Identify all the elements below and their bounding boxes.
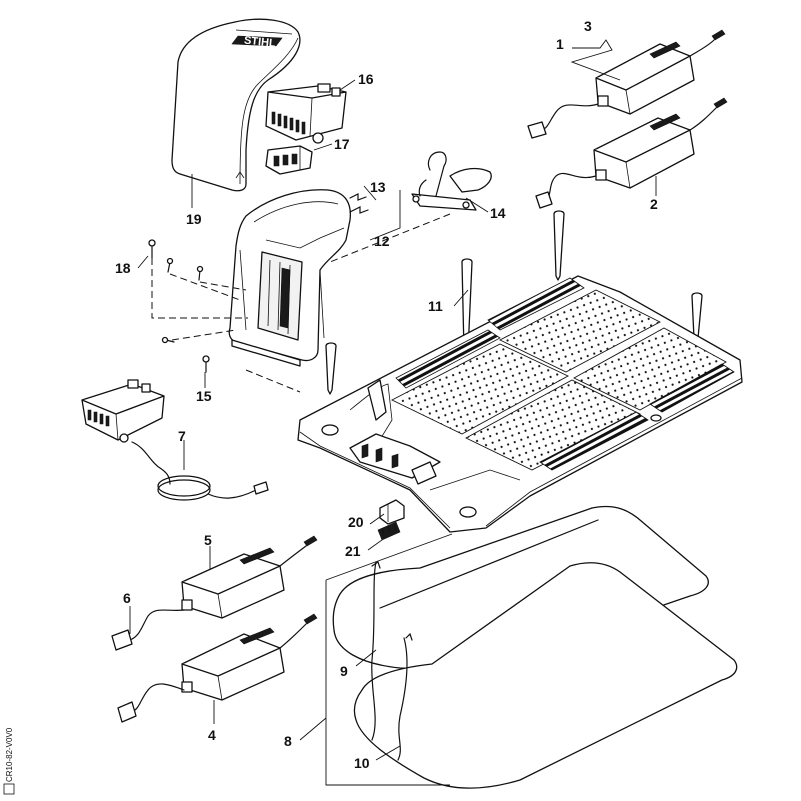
power-supply-5 (111, 535, 318, 651)
charging-contact-assembly (411, 151, 492, 211)
connector-block (265, 145, 313, 175)
callout-19: 19 (186, 211, 202, 227)
small-brackets (349, 193, 369, 214)
callout-17: 17 (334, 136, 350, 152)
ground-pegs (325, 210, 703, 395)
callout-21: 21 (345, 543, 361, 559)
callout-8: 8 (284, 733, 292, 749)
power-supply-1 (527, 29, 726, 139)
callout-15: 15 (196, 388, 212, 404)
callout-20: 20 (348, 514, 364, 530)
callout-14: 14 (490, 205, 506, 221)
callout-12: 12 (374, 233, 390, 249)
callout-9: 9 (340, 663, 348, 679)
callout-5: 5 (204, 532, 212, 548)
callout-16: 16 (358, 71, 374, 87)
base-plate (297, 275, 743, 533)
brand-logo: STIHL (243, 35, 276, 50)
screws (148, 239, 210, 373)
callout-labels: 3 1 2 16 17 13 14 19 12 18 11 15 7 20 5 … (115, 18, 658, 771)
cover-hood: STIHL (171, 18, 301, 192)
callout-7: 7 (178, 428, 186, 444)
wire-mats (332, 505, 738, 789)
callout-1: 1 (556, 36, 564, 52)
callout-10: 10 (354, 755, 370, 771)
power-supply-2 (535, 97, 728, 209)
circuit-board-upper (265, 83, 347, 144)
leader-lines (129, 39, 657, 761)
callout-4: 4 (208, 727, 216, 743)
callout-6: 6 (123, 590, 131, 606)
callout-3: 3 (584, 18, 592, 34)
docking-housing (228, 189, 352, 367)
power-module-cable (81, 379, 269, 501)
power-supply-4 (117, 613, 318, 723)
callout-18: 18 (115, 260, 131, 276)
callout-2: 2 (650, 196, 658, 212)
callout-13: 13 (370, 179, 386, 195)
bracket-frame (325, 533, 453, 786)
small-parts-20-21 (377, 499, 405, 541)
callout-11: 11 (428, 298, 443, 314)
document-code: CR10-82-V0V0 (5, 727, 14, 782)
